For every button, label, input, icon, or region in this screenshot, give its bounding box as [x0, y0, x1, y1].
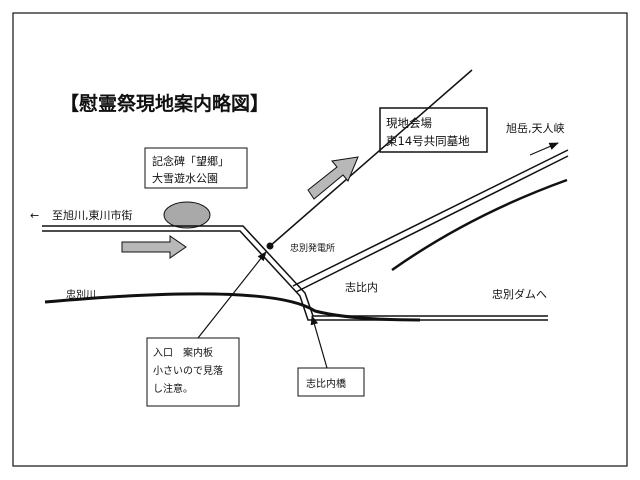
left-arrow-icon: ← [30, 209, 39, 222]
to-asahikawa-label: 至旭川,東川市街 [52, 208, 133, 222]
venue-label-1: 現地会場 [386, 116, 432, 130]
entrance-label-2: 小さいので見落 [153, 365, 223, 377]
asahidake-arrow-icon [529, 142, 559, 156]
monument-box [144, 147, 248, 189]
map-title: 【慰霊祭現地案内略図】 [60, 92, 269, 115]
entrance-label-1: 入口 案内板 [153, 346, 213, 359]
venue-box [379, 107, 488, 153]
bridge-callout-arrow [310, 315, 328, 369]
road-to-asahidake [292, 149, 569, 293]
monument-label-2: 大雪遊水公園 [152, 171, 218, 185]
dam-label: 忠別ダムへ [492, 287, 547, 301]
bridge-label: 志比内橋 [306, 377, 346, 390]
venue-label-2: 東14号共同墓地 [386, 134, 470, 148]
shihinai-label: 志比内 [345, 280, 378, 294]
entrance-label-3: し注意。 [153, 382, 193, 395]
monument-label-1: 記念碑「望郷」 [152, 154, 229, 168]
park-ellipse [163, 201, 211, 229]
bridge-box [297, 367, 365, 397]
asahidake-label: 旭岳,天人峡 [506, 121, 565, 135]
route-direction-arrow-icon [121, 235, 187, 259]
main-road [42, 225, 548, 321]
power-station-label: 忠別発電所 [290, 242, 335, 254]
map-frame [12, 12, 628, 467]
entrance-point [266, 242, 274, 250]
entrance-callout-arrow [197, 251, 267, 339]
entrance-box [146, 337, 240, 407]
venue-direction-arrow-icon [307, 156, 359, 200]
river-label: 忠別川 [66, 289, 96, 301]
secondary-road [391, 178, 568, 272]
river-line [44, 292, 421, 322]
venue-access-road [269, 69, 473, 247]
